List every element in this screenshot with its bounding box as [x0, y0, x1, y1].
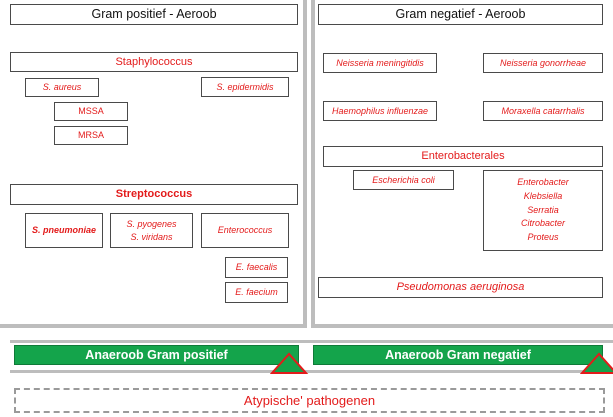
moraxella-catarrhalis-box: Moraxella catarrhalis — [483, 101, 603, 121]
proteus-label: Proteus — [527, 232, 559, 243]
serratia-label: Serratia — [527, 204, 559, 215]
e-faecalis-box: E. faecalis — [225, 257, 288, 278]
klebsiella-label: Klebsiella — [523, 190, 563, 201]
streptococcus-box: Streptococcus — [10, 184, 298, 205]
pseudomonas-aeruginosa-box: Pseudomonas aeruginosa — [318, 277, 603, 298]
haemophilus-influenzae-box: Haemophilus influenzae — [323, 101, 437, 121]
enterobacterales-box: Enterobacterales — [323, 146, 603, 167]
gram-positive-aerobe-panel — [0, 0, 307, 328]
s-pyogenes-viridans-box: S. pyogenes S. viridans — [110, 213, 193, 248]
neisseria-gonorrheae-box: Neisseria gonorrheae — [483, 53, 603, 73]
e-faecium-box: E. faecium — [225, 282, 288, 303]
s-pneumoniae-box: S. pneumoniae — [25, 213, 103, 248]
escherichia-coli-box: Escherichia coli — [353, 170, 454, 190]
s-epidermidis-box: S. epidermidis — [201, 77, 289, 97]
staphylococcus-box: Staphylococcus — [10, 52, 298, 72]
s-pyogenes-label: S. pyogenes — [126, 219, 177, 230]
enterobacter-label: Enterobacter — [517, 176, 569, 187]
expand-triangle-icon[interactable] — [270, 351, 310, 375]
gram-negative-aerobe-title: Gram negatief - Aeroob — [318, 4, 603, 25]
anaerobe-gram-positive-bar: Anaeroob Gram positief — [14, 345, 299, 365]
expand-triangle-icon[interactable] — [580, 351, 613, 375]
gram-positive-aerobe-title: Gram positief - Aeroob — [10, 4, 298, 25]
s-viridans-label: S. viridans — [130, 231, 173, 242]
enterococcus-box: Enterococcus — [201, 213, 289, 248]
mssa-box: MSSA — [54, 102, 128, 121]
neisseria-meningitidis-box: Neisseria meningitidis — [323, 53, 437, 73]
mrsa-box: MRSA — [54, 126, 128, 145]
enterobacteriaceae-list-box: Enterobacter Klebsiella Serratia Citroba… — [483, 170, 603, 251]
anaerobe-gram-negative-bar: Anaeroob Gram negatief — [313, 345, 603, 365]
s-aureus-box: S. aureus — [25, 78, 99, 97]
atypical-pathogens-box: Atypische' pathogenen — [14, 388, 605, 413]
citrobacter-label: Citrobacter — [520, 218, 565, 229]
